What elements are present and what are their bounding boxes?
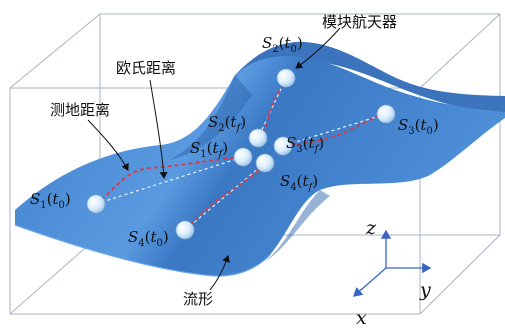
annotation-arrows: [87, 27, 341, 291]
axis-label-x: x: [356, 307, 367, 329]
geodesic-paths: [95, 77, 387, 231]
module-s3-tf: [273, 136, 293, 156]
module-s3-t0: [376, 104, 396, 124]
module-s2-t0: [276, 68, 296, 88]
point-label-s2-tf: S2(tf): [208, 113, 246, 134]
axis-label-y: y: [419, 279, 431, 301]
module-s4-tf: [255, 153, 275, 173]
module-s1-t0: [86, 194, 106, 214]
coordinate-axes: [353, 229, 432, 297]
label-euclidean: 欧氏距离: [116, 59, 176, 77]
point-label-s1-tf: S1(tf): [190, 139, 228, 160]
label-geodesic: 测地距离: [50, 101, 110, 119]
module-s2-tf: [248, 128, 268, 148]
axis-label-z: z: [365, 217, 377, 239]
point-label-s3-tf: S3(tf): [286, 134, 324, 155]
point-label-s3-t0: S3(t0): [398, 116, 439, 137]
spacecraft-modules: [86, 68, 396, 240]
point-label-s4-t0: S4(t0): [128, 228, 169, 249]
point-label-s2-t0: S2(t0): [262, 34, 303, 55]
point-label-s1-t0: S1(t0): [30, 190, 71, 211]
module-s4-t0: [175, 220, 195, 240]
point-label-s4-tf: S4(tf): [280, 172, 318, 193]
module-s1-tf: [233, 147, 253, 167]
label-spacecraft: 模块航天器: [322, 13, 397, 31]
euclidean-lines: [95, 77, 387, 231]
label-manifold: 流形: [183, 290, 213, 308]
point-labels: S1(t0) S2(t0) S3(t0) S4(t0) S1(tf) S2(tf) S3(t…: [30, 34, 439, 249]
